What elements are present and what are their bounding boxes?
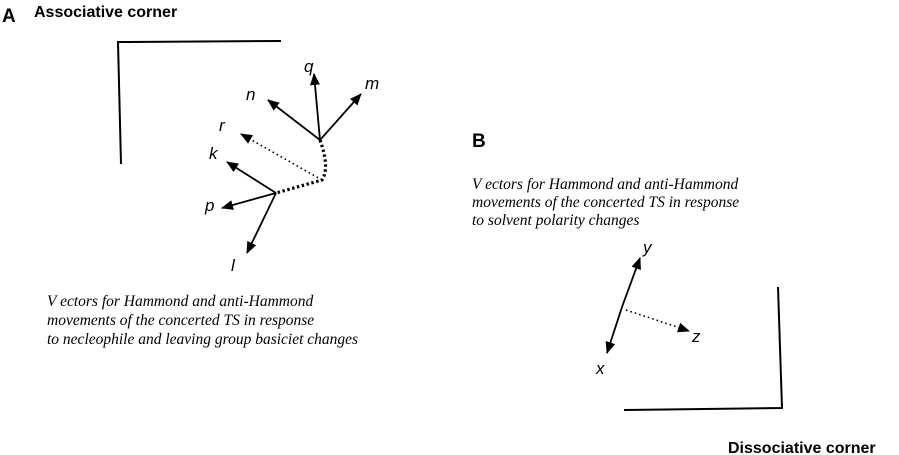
vector-l-label: l: [231, 256, 236, 275]
associative-corner-title: Associative corner: [34, 4, 177, 21]
vector-q-label: q: [304, 57, 314, 76]
panel-a-caption-line-1: V ectors for Hammond and anti-Hammond: [47, 293, 313, 310]
vector-p-arrow: [221, 192, 277, 210]
vector-z-label: z: [691, 327, 701, 346]
dissociative-corner-frame: [623, 286, 784, 411]
dissociative-corner-title: Dissociative corner: [728, 440, 876, 455]
panel-b-caption-line-1: V ectors for Hammond and anti-Hammond: [472, 176, 738, 193]
vector-y-arrow: [621, 257, 641, 308]
vector-k-arrow: [226, 161, 277, 194]
vector-l-arrow: [246, 192, 277, 254]
panel-a-caption: V ectors for Hammond and anti-Hammond mo…: [47, 293, 358, 348]
vector-m-arrow: [319, 93, 362, 141]
vector-z-arrow: [625, 309, 690, 333]
panel-b-caption-line-2: movements of the concerted TS in respons…: [472, 194, 739, 211]
panel-a-caption-line-2: movements of the concerted TS in respons…: [47, 312, 314, 329]
vector-y-label: y: [642, 238, 653, 257]
associative-corner-frame: [116, 40, 282, 165]
panel-a-letter: A: [2, 6, 16, 27]
panel-a-caption-line-3: to necleophile and leaving group basicie…: [47, 331, 358, 348]
vector-m-label: m: [365, 74, 379, 93]
panel-b-caption: V ectors for Hammond and anti-Hammond mo…: [472, 176, 739, 229]
vector-k-label: k: [209, 144, 219, 163]
panel-b-caption-line-3: to solvent polarity changes: [472, 212, 639, 229]
ts-path-dotted: [275, 139, 328, 195]
vector-n-label: n: [246, 85, 255, 104]
vector-x-label: x: [595, 359, 605, 378]
vector-q-arrow: [310, 73, 321, 141]
panel-b-letter: B: [472, 131, 486, 152]
vector-n-arrow: [267, 99, 321, 141]
vector-r-arrow: [240, 133, 323, 181]
vector-x-arrow: [605, 306, 623, 354]
vector-p-label: p: [204, 196, 214, 215]
vector-r-label: r: [219, 116, 226, 135]
